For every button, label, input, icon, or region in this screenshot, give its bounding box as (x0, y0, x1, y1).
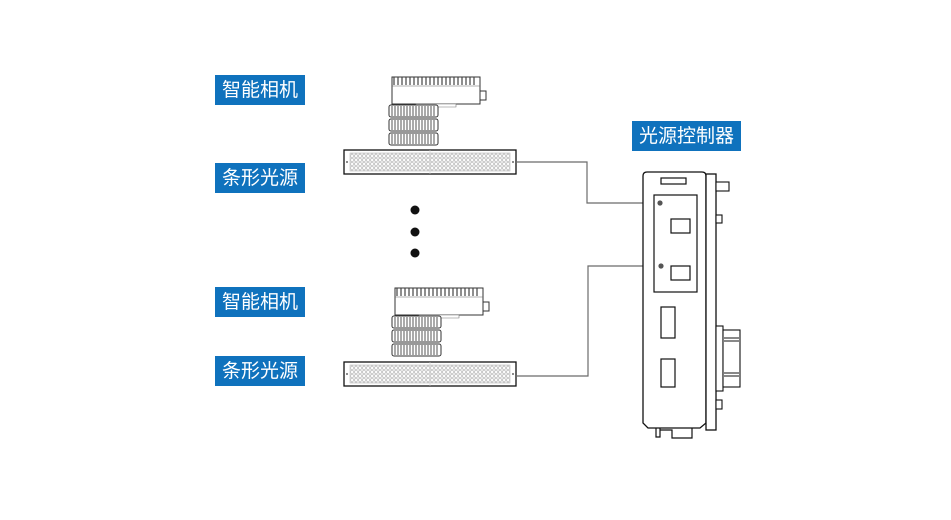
light-controller (642, 171, 741, 439)
ellipsis-dot-2 (410, 227, 420, 237)
smart-camera-top (388, 76, 487, 146)
controller-port-1 (670, 218, 691, 234)
label-smart-camera-bottom: 智能相机 (215, 287, 306, 317)
label-bar-light-bottom: 条形光源 (215, 356, 306, 386)
bar-light-top (343, 149, 517, 175)
cable-end-bottom (658, 263, 664, 269)
bar-light-bottom (343, 361, 517, 387)
ellipsis-dot-1 (410, 205, 420, 215)
ellipsis-dot-3 (410, 248, 420, 258)
cable-end-top (657, 200, 663, 206)
label-smart-camera-top: 智能相机 (215, 75, 306, 105)
label-light-controller: 光源控制器 (632, 121, 742, 151)
label-bar-light-top: 条形光源 (215, 163, 306, 193)
controller-port-2 (670, 265, 691, 281)
cable-top (516, 161, 660, 204)
smart-camera-bottom (391, 287, 490, 357)
cable-bottom (516, 265, 661, 377)
